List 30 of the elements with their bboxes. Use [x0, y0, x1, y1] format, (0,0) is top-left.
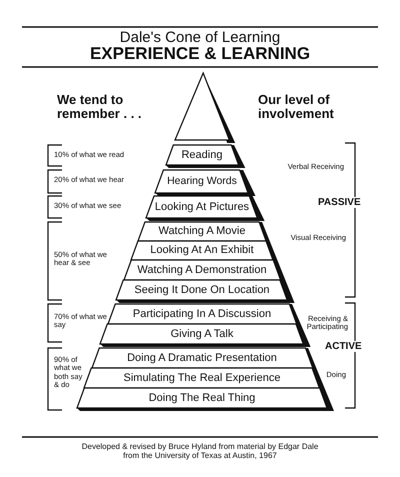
cone-apex-triangle: [174, 73, 230, 140]
heading: We tend to remember . . .: [57, 93, 143, 122]
cone-tier: [108, 304, 296, 324]
title: Dale's Cone of Learning: [118, 30, 282, 46]
tier-label: Watching A Demonstration: [137, 264, 267, 276]
cone-tier: [100, 324, 304, 344]
cone-tier: [131, 241, 273, 260]
heading: Our level of involvement: [258, 93, 335, 122]
cone-tier: [166, 145, 238, 165]
cone-tier: [155, 170, 248, 193]
tier-label: Doing The Real Thing: [148, 392, 256, 404]
cone-tier: [77, 388, 327, 408]
tier-label: Doing A Dramatic Presentation: [127, 352, 277, 364]
cone-tier: [84, 368, 320, 388]
tier-label: Reading: [181, 150, 222, 160]
cone-tier: [92, 348, 312, 368]
cone-tier: [116, 280, 288, 300]
tier-label: Seeing It Done On Location: [134, 284, 270, 296]
caption: Developed & revised by Bruce Hyland from material by Edgar Dale from the University of Texas at Austin, 1967: [80, 443, 320, 461]
tier-label: Giving A Talk: [170, 328, 234, 340]
tier-label: Looking At Pictures: [154, 202, 250, 212]
tier-label: Hearing Words: [167, 176, 237, 187]
cone-tier: [124, 260, 280, 280]
tier-label: Watching A Movie: [158, 226, 246, 237]
tier-label: Simulating The Real Experience: [124, 372, 280, 384]
cone-tier: [138, 222, 266, 241]
tier-label: Looking At An Exhibit: [150, 245, 254, 256]
cone-tier: [146, 196, 258, 218]
heading: EXPERIENCE & LEARNING: [88, 45, 312, 64]
tier-label: Participating In A Discussion: [132, 308, 272, 320]
